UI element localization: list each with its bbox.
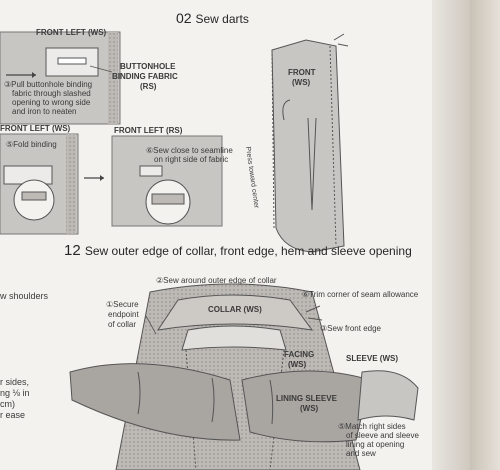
step-02-number: 02 bbox=[176, 10, 192, 26]
fold-binding-panel bbox=[0, 133, 104, 235]
collar-step-3: ③Sew front edge bbox=[320, 324, 381, 333]
book-shadow bbox=[470, 0, 500, 470]
collar-step-1-2: endpoint bbox=[108, 310, 139, 319]
collar-step-1-3: of collar bbox=[108, 320, 137, 329]
step-12-heading: 12 Sew outer edge of collar, front edge,… bbox=[64, 242, 412, 259]
dart-front-label-1: FRONT bbox=[288, 68, 316, 77]
page-edge bbox=[432, 0, 470, 470]
step-3-text-3: opening to wrong side bbox=[12, 98, 91, 107]
buttonhole-label-3: (RS) bbox=[140, 82, 157, 91]
collar-ws-label: COLLAR (WS) bbox=[208, 305, 262, 314]
left-sides-text-4: r ease bbox=[0, 410, 26, 420]
step-5-text: ⑤Fold binding bbox=[6, 140, 57, 149]
dart-diagram bbox=[271, 33, 349, 253]
sew-seamline-panel bbox=[111, 135, 223, 227]
collar-step-5-1: ⑤Match right sides bbox=[338, 422, 406, 431]
collar-diagram bbox=[69, 283, 419, 470]
lining-sleeve-label-2: (WS) bbox=[300, 404, 319, 413]
collar-step-5-4: and sew bbox=[346, 449, 376, 458]
step-02-title: Sew darts bbox=[195, 12, 249, 26]
front-left-ws-label-2: FRONT LEFT (WS) bbox=[0, 124, 71, 133]
buttonhole-label-1: BUTTONHOLE bbox=[120, 62, 176, 71]
sleeve-ws-label: SLEEVE (WS) bbox=[346, 354, 399, 363]
collar-step-5-3: lining at opening bbox=[346, 440, 405, 449]
facing-label-2: (WS) bbox=[288, 360, 307, 369]
left-sides-text-3: cm) bbox=[0, 399, 15, 409]
collar-step-1-1: ①Secure bbox=[106, 300, 139, 309]
facing-label-1: FACING bbox=[284, 350, 315, 359]
collar-step-6: ⑥Trim corner of seam allowance bbox=[302, 290, 419, 299]
step-6-text-2: on right side of fabric bbox=[154, 155, 229, 164]
dart-front-label-2: (WS) bbox=[292, 78, 311, 87]
left-sides-text-1: r sides, bbox=[0, 377, 30, 387]
step-12-title: Sew outer edge of collar, front edge, he… bbox=[84, 244, 412, 258]
step-3-text-4: and iron to neaten bbox=[12, 107, 77, 116]
collar-step-5-2: of sleeve and sleeve bbox=[346, 431, 419, 440]
buttonhole-panel bbox=[0, 31, 121, 125]
step-6-text-1: ⑥Sew close to seamline bbox=[146, 146, 233, 155]
step-3-text-1: ③Pull buttonhole binding bbox=[4, 80, 93, 89]
lining-sleeve-label-1: LINING SLEEVE bbox=[276, 394, 337, 403]
left-sides-text-2: ng ⅛ in bbox=[0, 388, 30, 398]
collar-step-2: ②Sew around outer edge of collar bbox=[156, 276, 277, 285]
left-shoulders-text: w shoulders bbox=[0, 291, 49, 301]
buttonhole-label-2: BINDING FABRIC bbox=[112, 72, 178, 81]
front-left-ws-label-1: FRONT LEFT (WS) bbox=[36, 28, 107, 37]
front-left-rs-label: FRONT LEFT (RS) bbox=[114, 126, 183, 135]
step-02-heading: 02 Sew darts bbox=[176, 10, 249, 26]
step-3-text-2: fabric through slashed bbox=[12, 89, 91, 98]
step-12-number: 12 bbox=[64, 242, 81, 259]
